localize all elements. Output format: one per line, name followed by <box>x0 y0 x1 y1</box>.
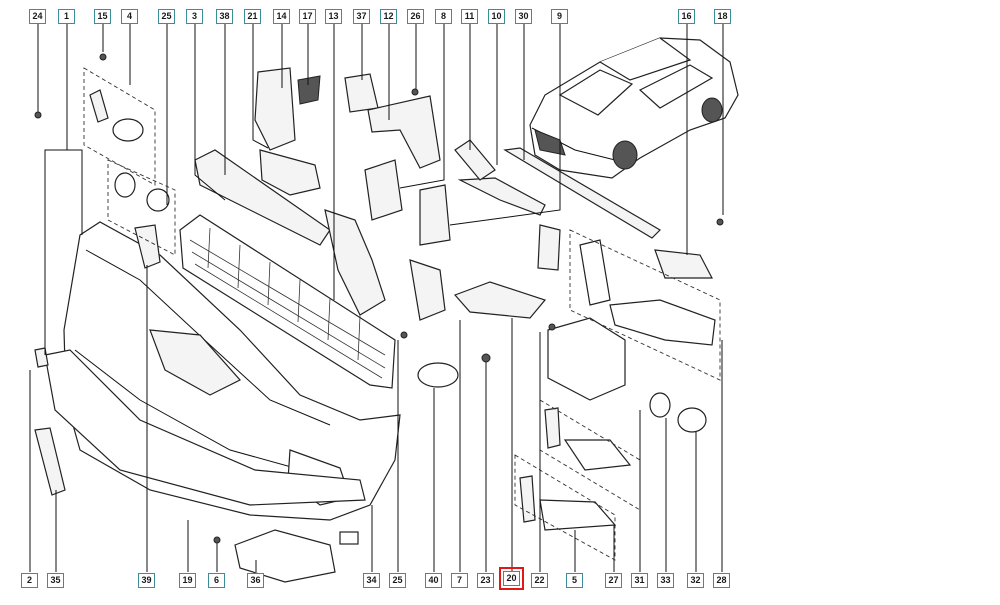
callout-38[interactable]: 38 <box>216 9 233 24</box>
callout-12[interactable]: 12 <box>380 9 397 24</box>
absorber-bracket <box>457 177 546 216</box>
lower-spoiler <box>44 349 366 506</box>
fog-surround-upper <box>609 299 716 346</box>
side-bracket-21 <box>254 67 296 151</box>
guide-12 <box>367 95 441 169</box>
side-trim-2 <box>34 427 66 496</box>
callout-16[interactable]: 16 <box>678 9 695 24</box>
lower-grille <box>179 214 396 389</box>
bulb-kit-box <box>547 317 626 401</box>
callout-3[interactable]: 3 <box>186 9 203 24</box>
fog-surround-36 <box>234 529 336 583</box>
callout-26[interactable]: 26 <box>407 9 424 24</box>
part-14 <box>297 75 321 105</box>
top-leaders <box>37 24 724 355</box>
callout-1[interactable]: 1 <box>58 9 75 24</box>
callout-28[interactable]: 28 <box>713 573 730 588</box>
callout-21[interactable]: 21 <box>244 9 261 24</box>
callout-25-bottom[interactable]: 25 <box>389 573 406 588</box>
car-thumbnail <box>529 37 739 179</box>
callout-5[interactable]: 5 <box>566 573 583 588</box>
callout-8[interactable]: 8 <box>435 9 452 24</box>
air-guide-13 <box>324 209 386 316</box>
callout-24[interactable]: 24 <box>29 9 46 24</box>
callout-14[interactable]: 14 <box>273 9 290 24</box>
callout-7[interactable]: 7 <box>451 573 468 588</box>
callout-18[interactable]: 18 <box>714 9 731 24</box>
lower-shield-20 <box>453 281 547 319</box>
callout-33[interactable]: 33 <box>657 573 674 588</box>
callout-19[interactable]: 19 <box>179 573 196 588</box>
callout-40[interactable]: 40 <box>425 573 442 588</box>
callout-31[interactable]: 31 <box>631 573 648 588</box>
callout-30[interactable]: 30 <box>515 9 532 24</box>
callout-17[interactable]: 17 <box>299 9 316 24</box>
callout-11[interactable]: 11 <box>461 9 478 24</box>
callout-4[interactable]: 4 <box>121 9 138 24</box>
callout-27[interactable]: 27 <box>605 573 622 588</box>
callout-20-highlighted[interactable]: 20 <box>499 567 524 590</box>
callout-9[interactable]: 9 <box>551 9 568 24</box>
callout-36[interactable]: 36 <box>247 573 264 588</box>
callout-32[interactable]: 32 <box>687 573 704 588</box>
impact-beam <box>503 147 661 239</box>
callout-39[interactable]: 39 <box>138 573 155 588</box>
callout-23[interactable]: 23 <box>477 573 494 588</box>
callout-15[interactable]: 15 <box>94 9 111 24</box>
ring-part-4 <box>112 118 144 142</box>
callout-13[interactable]: 13 <box>325 9 342 24</box>
callout-2[interactable]: 2 <box>21 573 38 588</box>
callout-35[interactable]: 35 <box>47 573 64 588</box>
callout-22[interactable]: 22 <box>531 573 548 588</box>
callout-37[interactable]: 37 <box>353 9 370 24</box>
callout-10[interactable]: 10 <box>488 9 505 24</box>
callout-25-top[interactable]: 25 <box>158 9 175 24</box>
upper-cross-member <box>194 149 331 246</box>
bottom-leaders <box>29 265 723 572</box>
callout-34[interactable]: 34 <box>363 573 380 588</box>
callout-6[interactable]: 6 <box>208 573 225 588</box>
